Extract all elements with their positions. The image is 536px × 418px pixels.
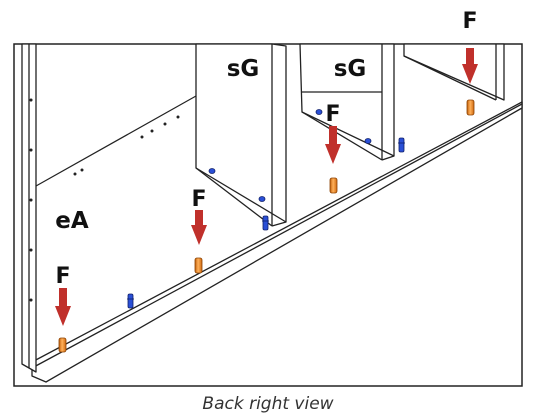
screw-2 <box>262 215 269 231</box>
arrow-down-icon <box>325 144 341 164</box>
foot-label: F <box>462 9 477 34</box>
foot-marker-3: F <box>325 102 341 194</box>
arrow-down-icon <box>462 64 478 84</box>
dowel-1 <box>208 168 216 174</box>
panel-label-left: eA <box>55 208 89 234</box>
dowel-4 <box>364 138 372 144</box>
left-side-panel <box>21 43 37 373</box>
figure-caption: Back right view <box>202 394 334 414</box>
right-partition <box>299 43 395 161</box>
foot-marker-1: F <box>55 264 71 353</box>
screw-3 <box>398 137 405 153</box>
arrow-shaft <box>59 288 67 308</box>
arrow-down-icon <box>55 306 71 326</box>
foot-label: F <box>191 187 206 212</box>
dowel-3 <box>315 109 323 115</box>
panel-label-right: sG <box>334 56 367 82</box>
foot-label: F <box>325 102 340 127</box>
foot-label: F <box>55 264 70 289</box>
base-board <box>31 101 523 383</box>
back-wall-left <box>35 95 197 187</box>
foot-icon <box>466 99 475 116</box>
arrow-shaft <box>195 210 203 227</box>
arrow-down-icon <box>191 225 207 245</box>
foot-icon <box>329 177 338 194</box>
arrow-shaft <box>329 126 337 146</box>
panel-label-middle: sG <box>227 56 260 82</box>
middle-partition <box>195 43 287 227</box>
screw-1 <box>127 293 134 309</box>
dowel-2 <box>258 196 266 202</box>
foot-icon <box>58 337 67 353</box>
right-side-panel <box>403 43 505 101</box>
foot-marker-2: F <box>191 187 207 274</box>
foot-icon <box>194 257 203 274</box>
screw-group <box>127 109 405 309</box>
arrow-shaft <box>466 48 474 66</box>
foot-marker-4: F <box>462 9 478 116</box>
